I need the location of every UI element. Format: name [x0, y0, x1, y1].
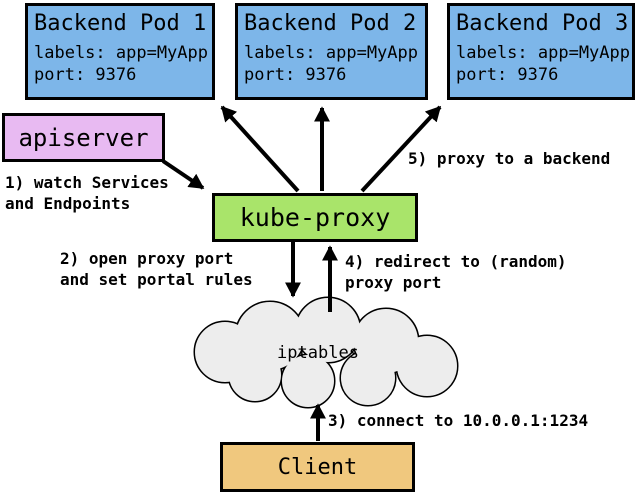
- backend-pod-1-labels: labels: app=MyApp: [34, 43, 208, 63]
- backend-pod-3-labels: labels: app=MyApp: [456, 43, 630, 63]
- backend-pod-1-port: port: 9376: [34, 65, 137, 85]
- backend-pod-2-title: Backend Pod 2: [244, 11, 417, 36]
- annotation-step4-redirect: 4) redirect to (random) proxy port: [345, 252, 567, 292]
- iptables-label: iptables: [277, 343, 359, 363]
- client-label: Client: [277, 454, 358, 480]
- backend-pod-1-title: Backend Pod 1: [34, 11, 207, 36]
- arrow-apiserver-to-kubeproxy: [161, 159, 205, 190]
- backend-pod-2-port: port: 9376: [244, 65, 347, 85]
- kube-proxy-label: kube-proxy: [239, 203, 391, 232]
- backend-pod-2-box: Backend Pod 2 labels: app=MyApp port: 93…: [235, 3, 428, 100]
- backend-pod-3-title: Backend Pod 3: [456, 11, 629, 36]
- backend-pod-2-labels: labels: app=MyApp: [244, 43, 418, 63]
- apiserver-box: apiserver: [2, 113, 165, 162]
- annotation-step1-watch-services: 1) watch Services and Endpoints: [5, 173, 169, 213]
- annotation-step5-proxy-backend: 5) proxy to a backend: [408, 149, 611, 168]
- backend-pod-3-port: port: 9376: [456, 65, 559, 85]
- client-box: Client: [220, 442, 415, 492]
- backend-pod-3-box: Backend Pod 3 labels: app=MyApp port: 93…: [447, 3, 635, 100]
- annotation-step2-open-proxy-port: 2) open proxy port and set portal rules: [60, 249, 253, 289]
- apiserver-label: apiserver: [18, 123, 149, 152]
- iptables-cloud: iptables: [193, 296, 459, 409]
- arrow-kubeproxy-to-pod1: [220, 105, 300, 193]
- annotation-step3-connect: 3) connect to 10.0.0.1:1234: [328, 411, 589, 430]
- backend-pod-1-box: Backend Pod 1 labels: app=MyApp port: 93…: [25, 3, 215, 100]
- kube-proxy-box: kube-proxy: [212, 193, 418, 242]
